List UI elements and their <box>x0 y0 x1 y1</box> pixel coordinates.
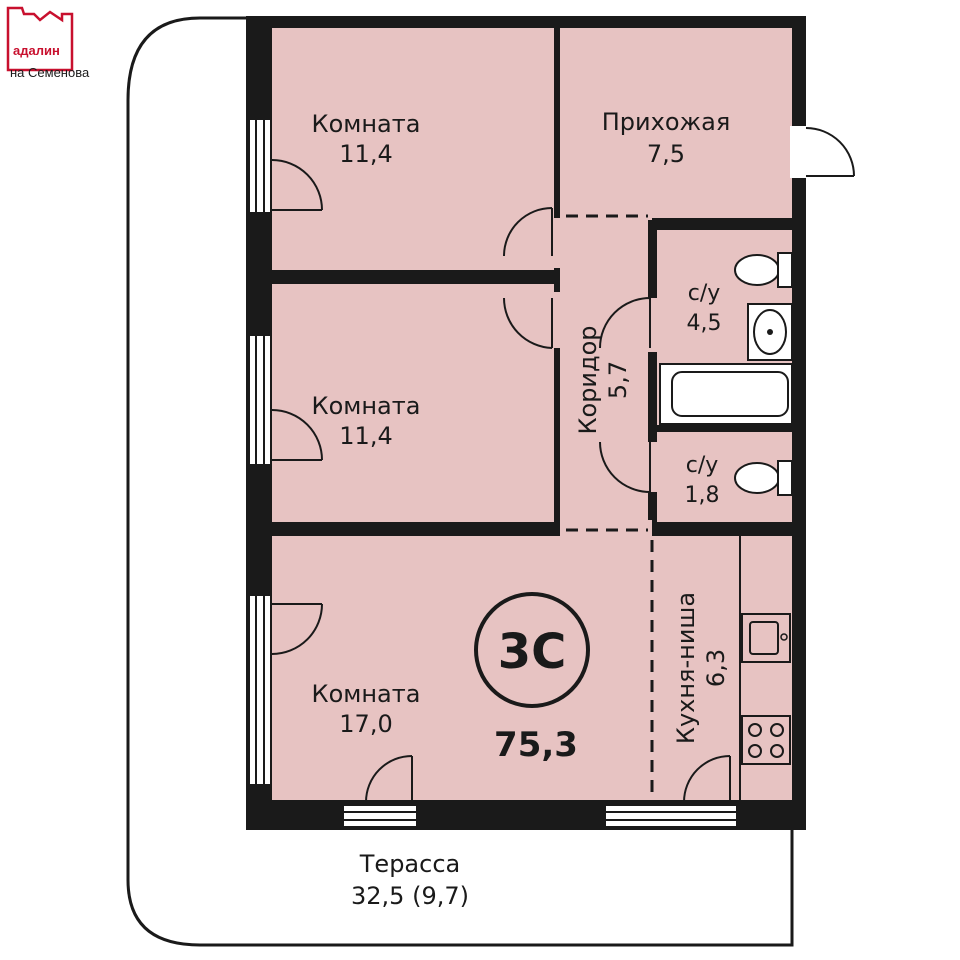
stove-icon <box>741 715 791 765</box>
washbasin-drain <box>767 329 773 335</box>
passage-bath <box>646 298 660 352</box>
stove-burner-icon <box>748 723 762 737</box>
toilet-icon <box>734 460 793 496</box>
passage-bed2 <box>552 292 562 348</box>
balcony-door-kitchen <box>606 806 736 826</box>
apartment-type-badge <box>474 592 590 708</box>
room-name: Прихожая <box>602 108 731 136</box>
toilet-icon <box>734 252 793 288</box>
room-area: 6,3 <box>702 649 730 687</box>
stove-burner-icon <box>748 744 762 758</box>
room-bedroom-1 <box>272 28 554 270</box>
brand-name: адалин <box>13 43 60 58</box>
room-name: Комната <box>312 392 421 420</box>
window-bedroom-2 <box>250 336 270 464</box>
room-corridor <box>560 214 648 532</box>
door-swing <box>271 159 731 803</box>
brand-logo: адалин на Семенова <box>6 6 90 80</box>
room-name: Комната <box>312 680 421 708</box>
terrace-area: 32,5 (9,7) <box>351 882 469 910</box>
room-area: 11,4 <box>339 140 392 168</box>
apartment-type-label: 3С <box>498 624 567 680</box>
bathtub-icon <box>659 363 793 425</box>
terrace-outline <box>126 16 794 947</box>
room-area: 4,5 <box>687 311 722 336</box>
stove-burner-icon <box>770 723 784 737</box>
room-name: с/у <box>688 281 721 306</box>
room-corridor-top <box>560 214 792 218</box>
room-area: 7,5 <box>647 140 685 168</box>
room-area: 1,8 <box>685 483 720 508</box>
window-living <box>250 596 270 784</box>
brand-building-icon <box>6 6 74 72</box>
passage-wc <box>646 442 660 492</box>
room-living <box>272 536 792 800</box>
terrace-name: Терасса <box>359 850 460 878</box>
room-hallway <box>560 28 792 216</box>
entrance-door <box>790 126 855 178</box>
balcony-door-living <box>344 806 416 826</box>
kitchen-sink-tap <box>780 633 788 641</box>
brand-subtitle: на Семенова <box>10 65 90 80</box>
kitchen-sink-bowl <box>749 621 779 655</box>
room-area: 11,4 <box>339 422 392 450</box>
kitchen-sink-icon <box>741 613 791 663</box>
room-area: 17,0 <box>339 710 392 738</box>
room-bedroom-2 <box>272 284 554 522</box>
room-name: Коридор <box>574 325 602 434</box>
room-name: Комната <box>312 110 421 138</box>
window-bedroom-1 <box>250 120 270 212</box>
total-area: 75,3 <box>494 725 578 765</box>
room-area: 5,7 <box>604 361 632 399</box>
bathtub-basin <box>671 371 789 417</box>
passage-bed1 <box>552 218 562 268</box>
stove-burner-icon <box>770 744 784 758</box>
room-name: с/у <box>686 453 719 478</box>
room-name: Кухня-ниша <box>672 592 700 744</box>
washbasin-bowl <box>753 309 787 355</box>
